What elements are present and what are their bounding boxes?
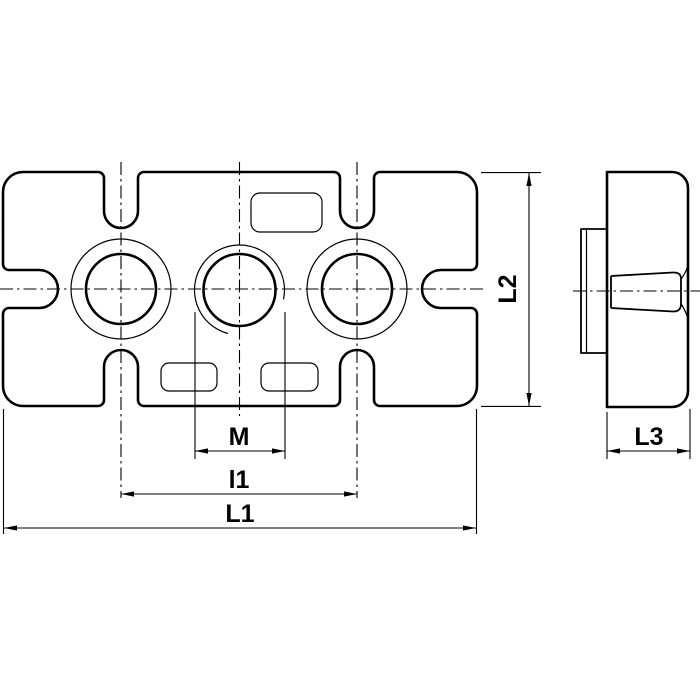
dim-M-arrow-left — [195, 448, 208, 454]
port-rect-bottom-right — [260, 362, 319, 392]
dim-L3-arrow-left — [607, 448, 620, 454]
dim-l1-label: l1 — [229, 466, 250, 494]
hole-right-bore — [320, 252, 394, 326]
dim-L1-label: L1 — [225, 500, 254, 528]
dim-M-label: M — [229, 423, 250, 451]
port-rect-bottom-left — [160, 362, 218, 392]
hole-middle-thread-arc — [193, 244, 286, 335]
dim-L2-arrow-bottom — [526, 393, 532, 406]
dim-l1-arrow-right — [344, 491, 357, 497]
side-view-hole-exit-chamfer-top — [680, 263, 689, 280]
dim-L1-arrow-right — [463, 525, 476, 531]
dim-L3-label: L3 — [634, 423, 663, 451]
side-view-hole-exit-chamfer-bottom — [680, 303, 689, 321]
hole-middle-bore — [202, 252, 277, 328]
dim-M-arrow-right — [272, 448, 285, 454]
dim-L2-arrow-top — [526, 173, 532, 186]
dim-L1-arrow-left — [4, 525, 17, 531]
side-view-screw-hole — [610, 271, 682, 313]
port-rect-top — [250, 192, 323, 233]
side-view-body — [605, 170, 690, 409]
dim-l1-arrow-left — [121, 491, 134, 497]
hole-left-bore — [84, 252, 158, 326]
dim-L3-arrow-right — [677, 448, 690, 454]
dim-L2-label: L2 — [494, 274, 522, 303]
